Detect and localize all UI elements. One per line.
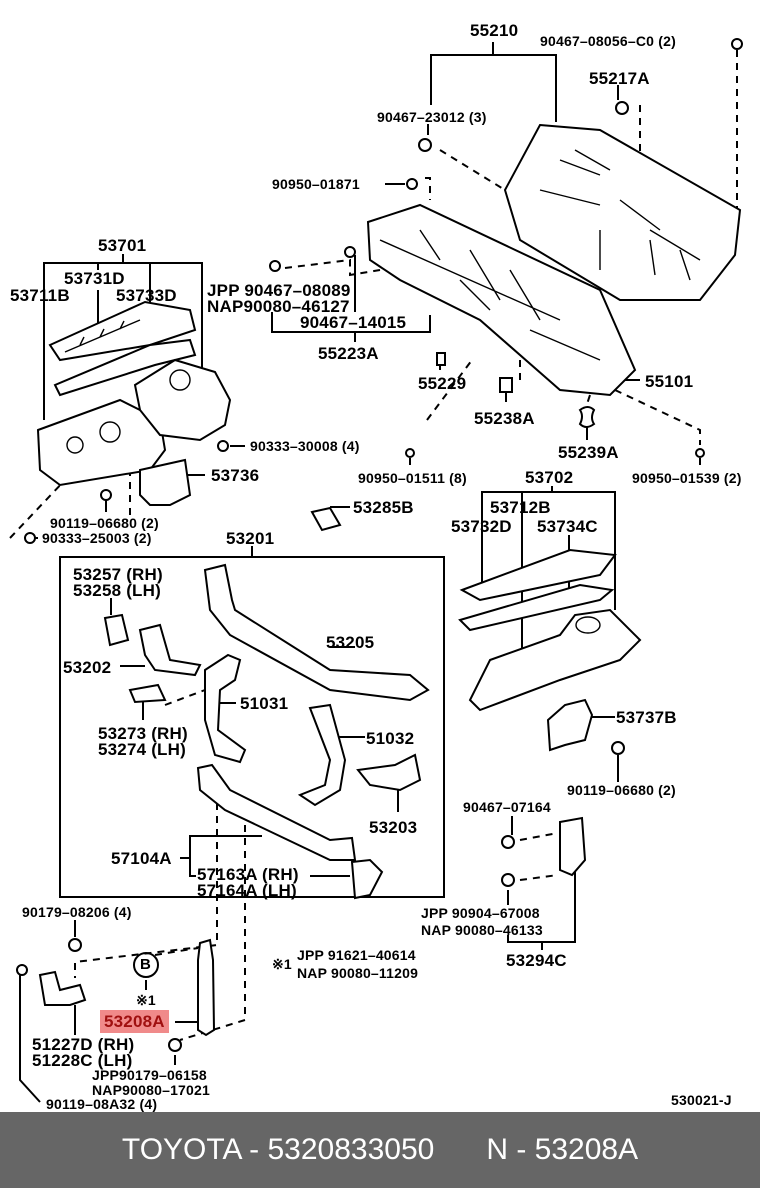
- label-51031: 51031: [240, 694, 289, 713]
- fastener-leaders: [19, 85, 701, 1103]
- note-mark-53208A: ※1: [136, 992, 156, 1008]
- label-90467-08056: 90467–08056–C0 (2): [540, 33, 676, 49]
- footer-diagram-ref: N - 53208A: [486, 1133, 639, 1166]
- label-53201: 53201: [226, 529, 275, 548]
- label-53731D: 53731D: [64, 269, 125, 288]
- label-51032: 51032: [366, 729, 415, 748]
- label-90467-23012: 90467–23012 (3): [377, 109, 487, 125]
- label-90950-01871: 90950–01871: [272, 176, 360, 192]
- leader-55210: [430, 42, 557, 122]
- fastener-icons: [16, 38, 743, 1052]
- label-51227D: 51227D (RH): [32, 1035, 135, 1054]
- label-53702: 53702: [525, 468, 574, 487]
- label-53701: 53701: [98, 236, 147, 255]
- label-53737B: 53737B: [616, 708, 677, 727]
- label-90333-30008: 90333–30008 (4): [250, 438, 360, 454]
- label-90950-01511: 90950–01511 (8): [358, 470, 467, 486]
- note-marker: ※1: [272, 956, 292, 972]
- label-53258: 53258 (LH): [73, 581, 161, 600]
- label-53711B: 53711B: [10, 286, 70, 305]
- label-53273: 53273 (RH): [98, 724, 188, 743]
- label-53294C: 53294C: [506, 951, 567, 970]
- leader-57104A: [180, 835, 350, 877]
- parts-diagram: 55210 90467–08056–C0 (2) 55217A 90467–23…: [9, 21, 743, 1112]
- label-57164A: 57164A (LH): [197, 881, 297, 900]
- label-90119-06680-left: 90119–06680 (2): [50, 515, 159, 531]
- label-90119-06680-right: 90119–06680 (2): [567, 782, 676, 798]
- label-55210: 55210: [470, 21, 519, 40]
- label-jpp-90467-08089: JPP 90467–08089: [207, 281, 351, 300]
- diagram-drawing: [9, 38, 743, 1103]
- label-nap-90080-17021: NAP90080–17021: [92, 1082, 211, 1098]
- dashed-connectors: [9, 50, 738, 1041]
- label-53205: 53205: [326, 633, 375, 652]
- label-57104A: 57104A: [111, 849, 172, 868]
- note-nap-90080-11209: NAP 90080–11209: [297, 965, 419, 981]
- note-jpp-91621-40614: JPP 91621–40614: [297, 947, 416, 963]
- label-55239A: 55239A: [558, 443, 619, 462]
- label-51228C: 51228C (LH): [32, 1051, 133, 1070]
- label-53208A-highlighted[interactable]: 53208A: [100, 1010, 169, 1033]
- part-info-footer: TOYOTA - 5320833050 N - 53208A: [0, 1112, 760, 1188]
- label-55229: 55229: [418, 374, 467, 393]
- label-53202: 53202: [63, 658, 112, 677]
- label-jpp-90904-67008: JPP 90904–67008: [421, 905, 540, 921]
- label-53274: 53274 (LH): [98, 740, 186, 759]
- label-55238A: 55238A: [474, 409, 535, 428]
- label-53736: 53736: [211, 466, 260, 485]
- label-jpp-90179-06158: JPP90179–06158: [92, 1067, 207, 1083]
- label-53285B: 53285B: [353, 498, 414, 517]
- callout-B: B: [140, 956, 152, 973]
- label-53257: 53257 (RH): [73, 565, 163, 584]
- label-55217A: 55217A: [589, 69, 650, 88]
- label-90467-14015: 90467–14015: [300, 313, 407, 332]
- frame-53201: [59, 546, 445, 898]
- label-55223A: 55223A: [318, 344, 379, 363]
- label-53712B: 53712B: [490, 498, 551, 517]
- leader-55223A: [271, 255, 431, 342]
- label-53733D: 53733D: [116, 286, 177, 305]
- label-90119-08A32: 90119–08A32 (4): [46, 1096, 158, 1112]
- diagram-reference-code: 530021-J: [671, 1092, 732, 1108]
- leader-53294C: [507, 870, 576, 950]
- label-57163A: 57163A (RH): [197, 865, 299, 884]
- label-90179-08206: 90179–08206 (4): [22, 904, 132, 920]
- label-53734C: 53734C: [537, 517, 598, 536]
- label-nap-90080-46133: NAP 90080–46133: [421, 922, 543, 938]
- label-90950-01539: 90950–01539 (2): [632, 470, 742, 486]
- part-drawings: [36, 123, 742, 1037]
- label-90467-07164: 90467–07164: [463, 799, 551, 815]
- label-90333-25003: 90333–25003 (2): [42, 530, 152, 546]
- label-53732D: 53732D: [451, 517, 512, 536]
- label-nap-90080-46127: NAP90080–46127: [207, 297, 350, 316]
- footer-brand-part-number: TOYOTA - 5320833050: [121, 1133, 435, 1166]
- label-53203: 53203: [369, 818, 418, 837]
- label-55101: 55101: [645, 372, 694, 391]
